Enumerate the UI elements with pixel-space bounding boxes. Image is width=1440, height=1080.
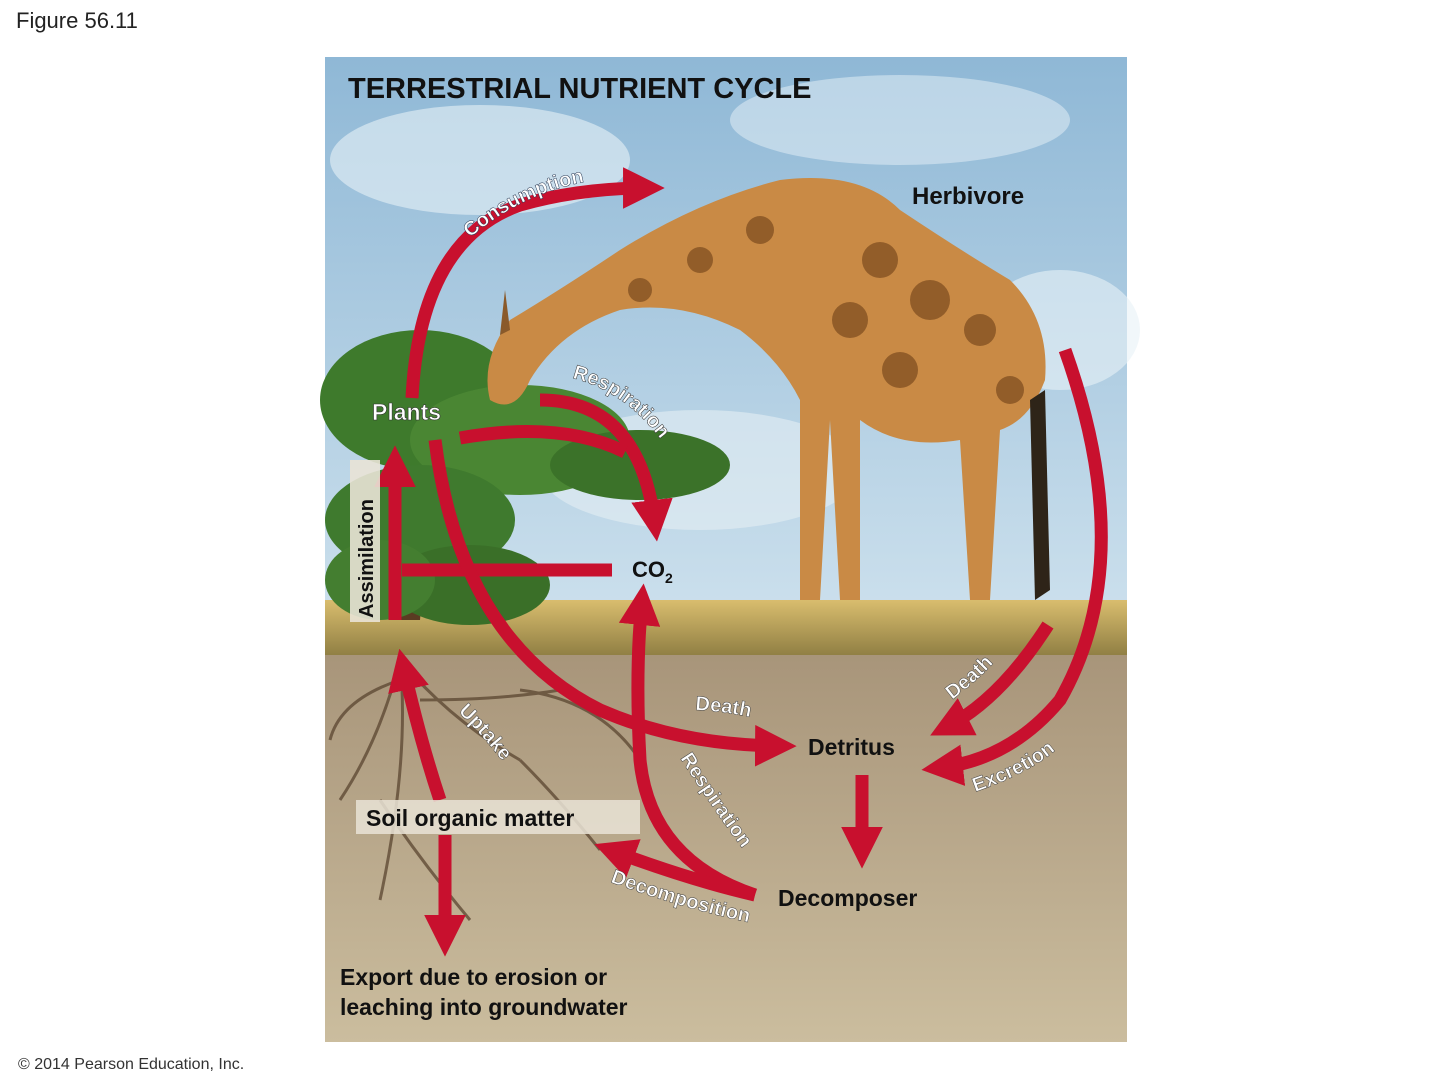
export-label-line2: leaching into groundwater <box>340 994 628 1020</box>
plants-label: Plants <box>372 399 441 425</box>
assimilation-label-box <box>350 460 380 622</box>
arrow-consumption <box>405 167 665 399</box>
cycle-arrows <box>374 167 1108 957</box>
giraffe-illustration <box>487 178 1050 600</box>
assimilation-label: Assimilation <box>356 499 378 618</box>
arrow-decomposition <box>594 839 757 902</box>
detritus-label: Detritus <box>808 734 895 760</box>
co2-subscript: 2 <box>665 570 673 586</box>
arrow-plants-to-co2-branch <box>458 425 628 458</box>
arrow-death-herbivore <box>930 621 1054 736</box>
decomposer-label: Decomposer <box>778 885 917 911</box>
diagram-title: TERRESTRIAL NUTRIENT CYCLE <box>348 73 811 105</box>
export-label-line1: Export due to erosion or <box>340 964 607 990</box>
herbivore-label: Herbivore <box>912 183 1024 210</box>
arrow-excretion <box>921 347 1108 786</box>
soil-organic-matter-label: Soil organic matter <box>366 805 574 831</box>
arrow-respiration-top <box>539 393 673 542</box>
arrow-respiration-bottom <box>618 583 758 902</box>
figure-label: Figure 56.11 <box>16 8 138 33</box>
copyright-notice: © 2014 Pearson Education, Inc. <box>18 1056 245 1073</box>
arrow-death-plants <box>428 439 797 767</box>
soil-label-box <box>356 800 640 834</box>
co2-label: CO2 <box>632 557 673 586</box>
arrow-uptake <box>388 648 447 803</box>
